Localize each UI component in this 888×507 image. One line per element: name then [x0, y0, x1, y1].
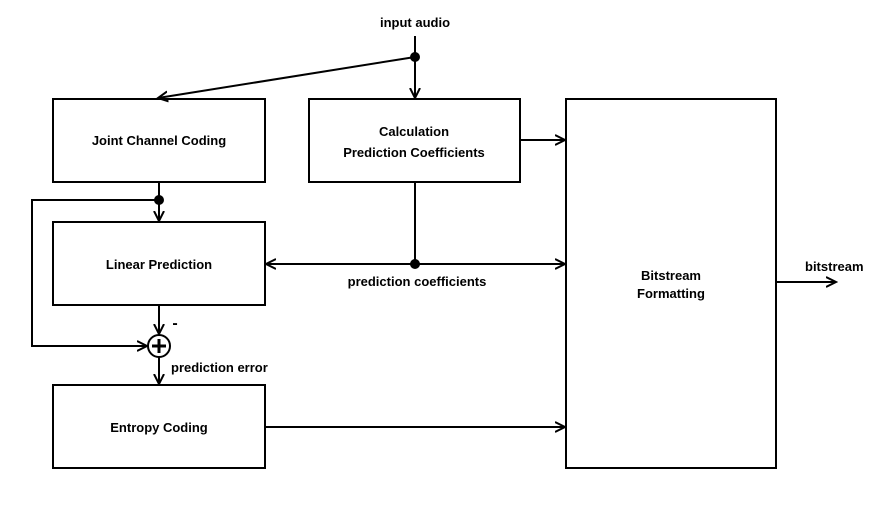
- prediction-coefficients-label: prediction coefficients: [348, 274, 487, 289]
- calculation-label-line2: Prediction Coefficients: [343, 145, 485, 160]
- bitstream-formatting-label-line2: Formatting: [637, 286, 705, 301]
- arrow-input-to-joint-channel: [158, 56, 416, 98]
- feedback-loop-wire: [31, 199, 159, 346]
- joint-channel-coding-label: Joint Channel Coding: [92, 133, 226, 148]
- prediction-error-label: prediction error: [171, 360, 268, 375]
- linear-prediction-block: Linear Prediction: [52, 221, 266, 306]
- calculation-prediction-coefficients-block: Calculation Prediction Coefficients: [308, 98, 521, 183]
- entropy-coding-block: Entropy Coding: [52, 384, 266, 469]
- input-audio-label: input audio: [380, 15, 450, 30]
- bitstream-formatting-label-line1: Bitstream: [641, 268, 701, 283]
- minus-sign-label: -: [172, 315, 177, 332]
- entropy-coding-label: Entropy Coding: [110, 420, 208, 435]
- joint-channel-coding-block: Joint Channel Coding: [52, 98, 266, 183]
- bitstream-output-label: bitstream: [805, 259, 864, 274]
- linear-prediction-label: Linear Prediction: [106, 257, 212, 272]
- adder-plus-icon: [147, 334, 171, 358]
- calculation-label-line1: Calculation: [379, 124, 449, 139]
- bitstream-formatting-block: Bitstream Formatting: [565, 98, 777, 469]
